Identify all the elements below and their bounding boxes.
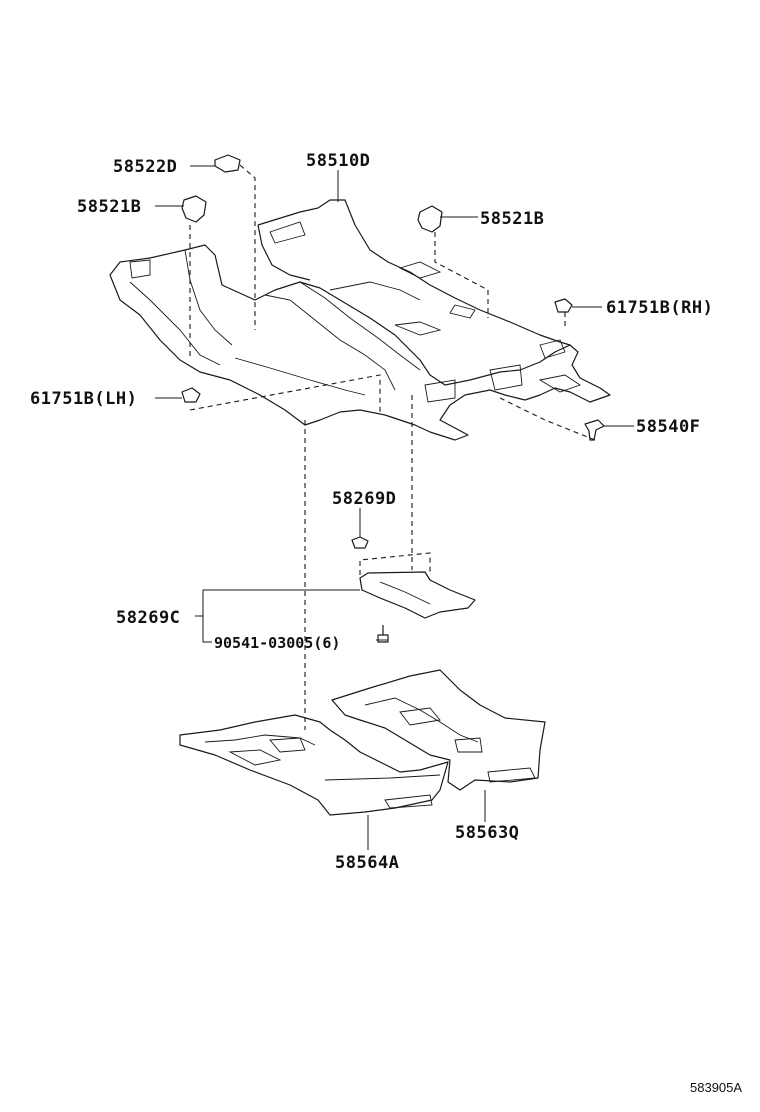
clip-61751B-LH: [181, 387, 201, 403]
floor-mat-58563Q: [331, 669, 546, 791]
clip-58522D: [214, 154, 241, 173]
clip-58521B-right: [417, 205, 443, 233]
center-pad-58269C: [359, 552, 476, 619]
clip-58521B-left: [181, 195, 207, 223]
floor-carpet-assembly: [109, 199, 611, 441]
callout-58563Q: 58563Q: [455, 823, 519, 843]
callout-58269D: 58269D: [332, 489, 396, 509]
callout-58521B-left: 58521B: [77, 197, 141, 217]
alignment-lines-upper: [189, 164, 596, 730]
callout-58540F: 58540F: [636, 417, 700, 437]
callout-58564A: 58564A: [335, 853, 399, 873]
callout-61751B-RH: 61751B(RH): [606, 298, 713, 318]
callout-58269C: 58269C: [116, 608, 180, 628]
clip-61751B-RH: [554, 298, 573, 313]
bolt-90541-03005: [377, 625, 389, 643]
callout-58510D: 58510D: [306, 151, 370, 171]
clip-58540F: [584, 419, 605, 441]
callout-58522D: 58522D: [113, 157, 177, 177]
callout-61751B-LH: 61751B(LH): [30, 389, 137, 409]
clip-58269D: [351, 536, 369, 549]
leader-lines: [155, 165, 634, 850]
callout-90541-03005: 90541-03005(6): [214, 634, 340, 652]
floor-mat-58564A: [179, 714, 449, 816]
reference-code: 583905A: [690, 1080, 742, 1095]
callout-58521B-right: 58521B: [480, 209, 544, 229]
